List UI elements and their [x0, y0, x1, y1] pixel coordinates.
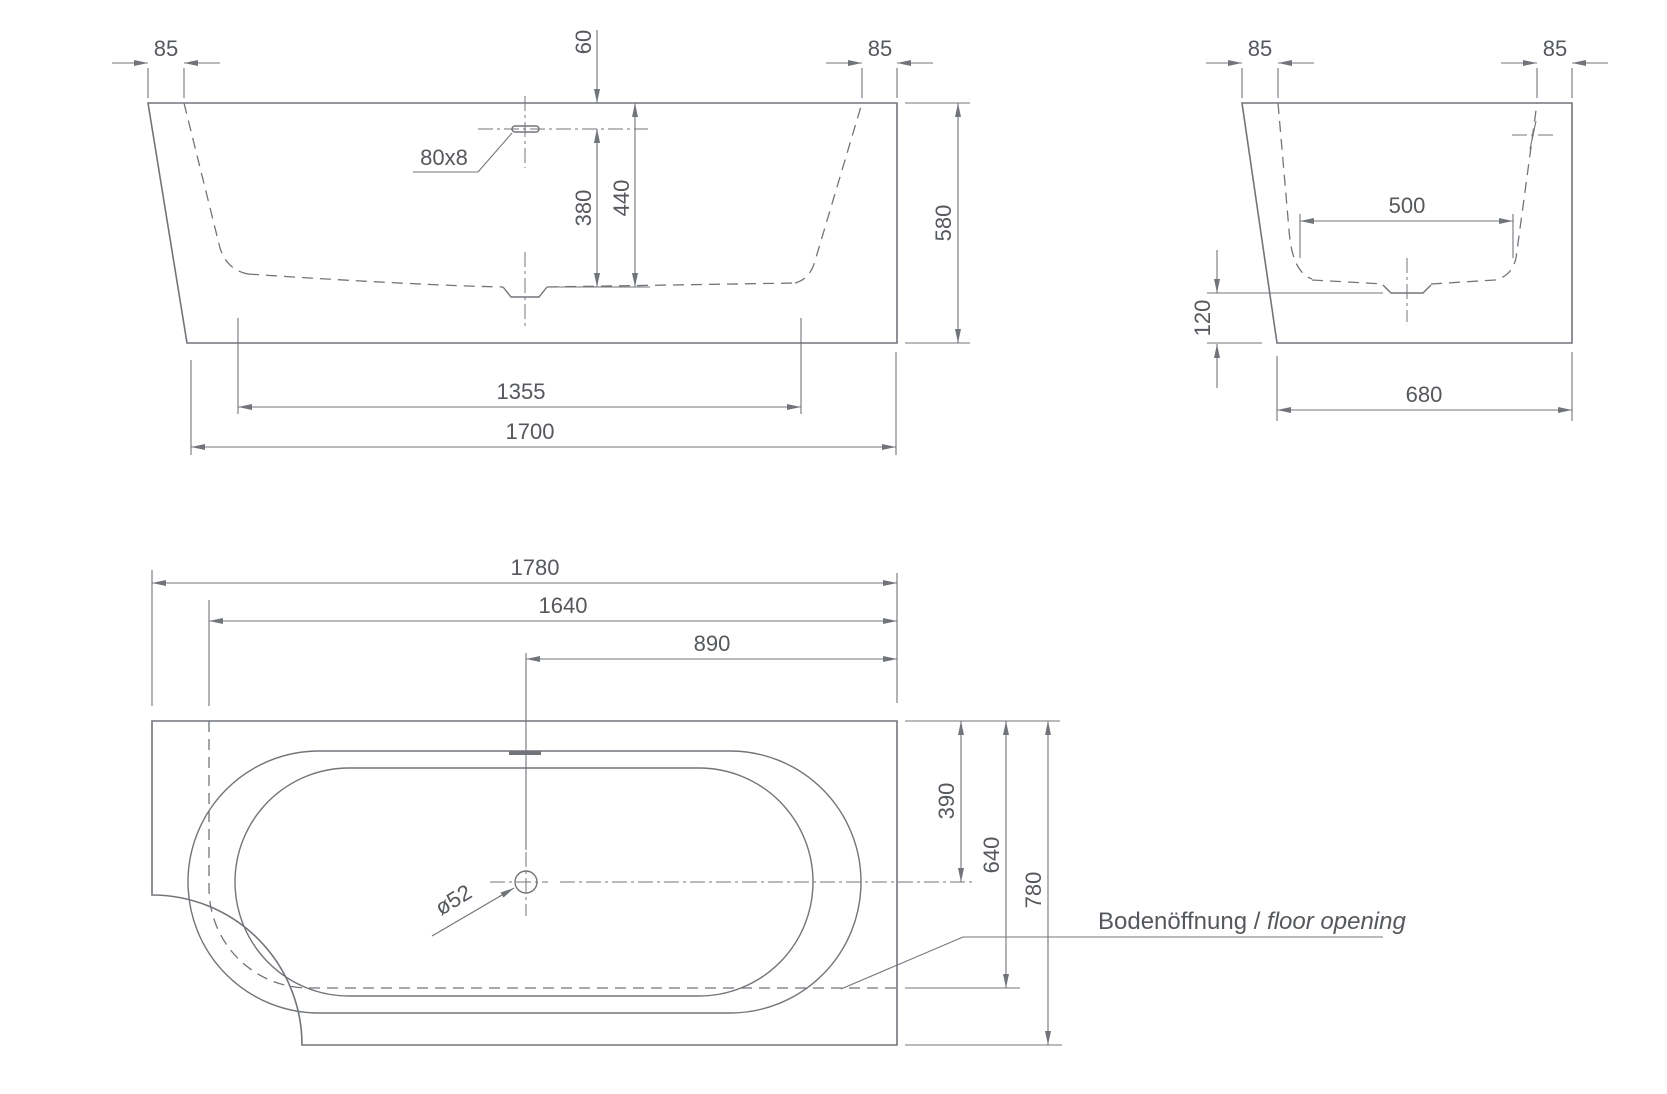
side-view: 85 85 500 120 680: [1190, 36, 1608, 421]
dim-front-overflow-slot-size: 80x8: [420, 145, 468, 170]
dim-plan-drain-to-wall: 890: [694, 631, 731, 656]
side-inner-bottom-left-hidden: [1311, 279, 1384, 285]
side-view-dimensions: 85 85 500 120 680: [1190, 36, 1608, 421]
side-inner-wall-left-hidden: [1277, 102, 1313, 280]
dim-front-overflow-to-bottom: 380: [571, 190, 596, 227]
plan-centerlines: [490, 852, 972, 916]
dim-plan-overall-length: 1780: [511, 555, 560, 580]
dim-side-right-overhang: 85: [1543, 36, 1567, 61]
dim-front-inner-bottom-length: 1355: [497, 379, 546, 404]
dim-front-right-overhang: 85: [868, 36, 892, 61]
floor-opening-label-en: floor opening: [1260, 908, 1406, 935]
dim-plan-wall-to-center: 390: [934, 783, 959, 820]
dim-plan-wall-to-floor-opening: 640: [979, 837, 1004, 874]
side-overflow-tick: [1529, 120, 1537, 150]
front-outer-contour: [147, 102, 898, 344]
front-view-centerlines: [478, 96, 648, 330]
front-view-dimensions: 85 85 60 80x8 380 440 58: [112, 30, 970, 455]
dim-plan-overall-width: 780: [1021, 872, 1046, 909]
leader-line: [477, 132, 513, 173]
dim-side-base-width: 680: [1406, 382, 1443, 407]
dim-front-rim-to-bottom: 440: [609, 180, 634, 217]
plan-outer-contour: [151, 720, 898, 1046]
side-outer-contour: [1241, 102, 1573, 344]
floor-opening-label-de: Bodenöffnung /: [1098, 908, 1261, 935]
front-view: 85 85 60 80x8 380 440 58: [112, 30, 970, 455]
side-view-hidden-lines: [1277, 102, 1538, 285]
dim-front-total-height: 580: [931, 205, 956, 242]
front-inner-wall-left-hidden: [183, 102, 249, 275]
plan-basin-oval: [234, 767, 814, 997]
dim-front-overflow-from-rim: 60: [571, 30, 596, 54]
plan-rim-oval: [187, 750, 862, 1014]
front-inner-bottom-left-hidden: [247, 273, 504, 288]
front-view-outline: [147, 102, 898, 344]
plan-floor-opening-contour-hidden: [208, 721, 897, 989]
dim-side-left-overhang: 85: [1248, 36, 1272, 61]
side-inner-wall-right-hidden: [1430, 102, 1538, 285]
plan-view-dimensions: 1780 1640 890 390 640 780 ø52: [151, 555, 1406, 1046]
floor-opening-label: Bodenöffnung / floor opening: [1098, 908, 1406, 935]
front-view-hidden-lines: [183, 102, 863, 288]
side-overflow-marker: [1512, 120, 1554, 150]
dim-side-inner-bottom-width: 500: [1389, 193, 1426, 218]
floor-opening-leader: [840, 936, 1383, 990]
dim-plan-inner-length: 1640: [539, 593, 588, 618]
front-inner-wall-right-hidden: [794, 102, 863, 284]
dim-front-left-overhang: 85: [154, 36, 178, 61]
dim-side-base-recess-height: 120: [1190, 300, 1215, 337]
plan-view: 1780 1640 890 390 640 780 ø52: [151, 555, 1406, 1046]
dim-front-overall-length: 1700: [506, 419, 555, 444]
front-inner-bottom-right-hidden: [546, 282, 796, 288]
drain-leader-line: [431, 887, 515, 937]
